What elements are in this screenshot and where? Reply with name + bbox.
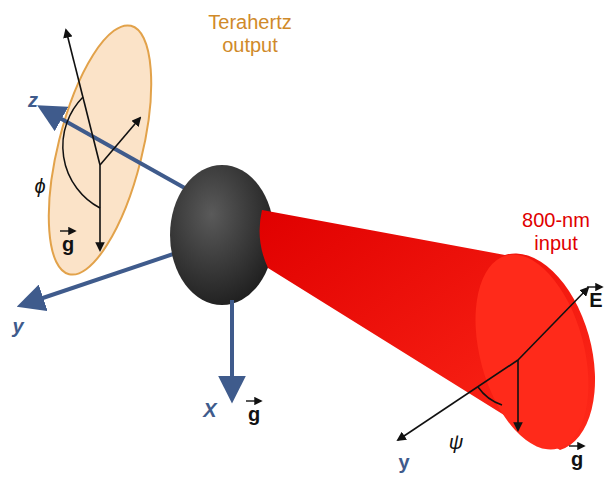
vector-label: g — [58, 233, 78, 256]
axis-label: y — [8, 315, 28, 338]
y-arrow — [398, 360, 518, 440]
phi-arc — [63, 97, 100, 208]
output-label: Terahertz output — [195, 11, 305, 57]
vector-overarrow — [246, 400, 261, 401]
thz-ellipse — [28, 16, 171, 285]
gravity-arrow — [517, 360, 519, 430]
vector-overarrow — [60, 230, 75, 231]
psi-arc — [478, 387, 502, 405]
beam-cross-section — [456, 242, 608, 462]
input-label: 800-nm input — [516, 209, 596, 255]
x-axis — [230, 300, 234, 398]
vector-label: E — [586, 289, 606, 312]
vector-overarrow — [587, 286, 602, 287]
vector-label: g — [567, 448, 587, 471]
vector-overarrow — [569, 445, 584, 446]
angle-label: ψ — [446, 431, 466, 454]
axis-label: y — [394, 451, 414, 474]
e-field-arrow — [518, 288, 588, 360]
thz-field-arrow — [100, 118, 140, 165]
vector-label: g — [244, 403, 264, 426]
axis-label: X — [199, 399, 221, 422]
crystal — [170, 165, 274, 305]
axis-label: z — [23, 89, 43, 112]
angle-label: ϕ — [30, 175, 50, 198]
